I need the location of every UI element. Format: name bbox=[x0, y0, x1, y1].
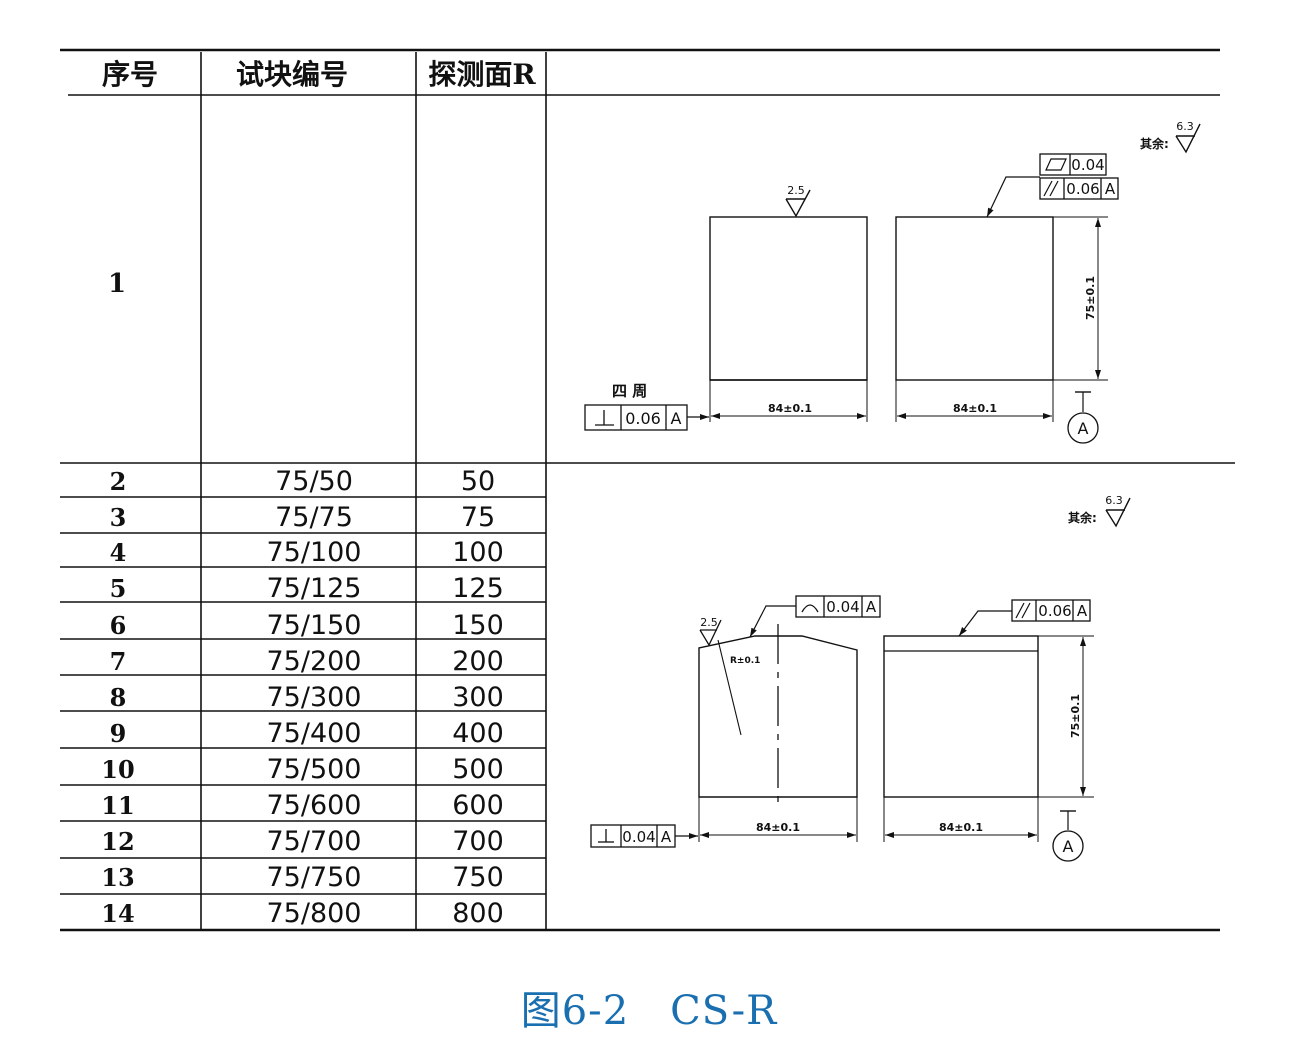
row-number: 12 bbox=[101, 827, 134, 856]
row-probe-radius: 750 bbox=[452, 862, 504, 893]
row-number: 3 bbox=[110, 503, 127, 532]
row-probe-radius: 800 bbox=[452, 898, 504, 929]
row-number: 10 bbox=[101, 755, 134, 784]
row-block-code: 75/300 bbox=[267, 682, 362, 713]
row-probe-radius: 600 bbox=[452, 790, 504, 821]
row-probe-radius: 400 bbox=[452, 718, 504, 749]
row-number: 9 bbox=[110, 719, 127, 748]
drawing-block-curved bbox=[590, 497, 1131, 862]
around-label: 四 周 bbox=[612, 382, 647, 400]
figure-caption: 图6-2 CS-R bbox=[520, 988, 778, 1034]
row-probe-radius: 700 bbox=[452, 826, 504, 857]
row-block-code: 75/600 bbox=[267, 790, 362, 821]
datum-a-icon bbox=[1067, 412, 1099, 444]
other-roughness-value: 6.3 bbox=[1176, 120, 1194, 133]
top-roughness-value: 2.5 bbox=[787, 184, 805, 197]
other-roughness-label: 其余: bbox=[1140, 136, 1169, 151]
perp-value: 0.06 bbox=[625, 409, 661, 428]
parallel-datum: A bbox=[1105, 180, 1116, 198]
row-block-code: 75/150 bbox=[267, 610, 362, 641]
table-rows: 2 75/50 50 3 75/75 75 4 75/100 100 5 75/125 125 6 75/… bbox=[101, 466, 503, 929]
perp-datum: A bbox=[671, 409, 682, 428]
spec-table bbox=[60, 48, 1235, 932]
profile-datum: A bbox=[866, 598, 877, 616]
curved-block-right-view bbox=[883, 635, 1039, 798]
row-probe-radius: 75 bbox=[461, 502, 495, 533]
row-block-code: 75/100 bbox=[267, 537, 362, 568]
row-block-code: 75/200 bbox=[267, 646, 362, 677]
drawing-block-flat bbox=[584, 123, 1201, 444]
row-probe-radius: 500 bbox=[452, 754, 504, 785]
height-dim: 75±0.1 bbox=[1069, 694, 1082, 738]
row-block-code: 75/750 bbox=[267, 862, 362, 893]
row-number: 8 bbox=[110, 683, 127, 712]
row-probe-radius: 100 bbox=[452, 537, 504, 568]
row-probe-radius: 125 bbox=[452, 573, 504, 604]
width-dim-right: 84±0.1 bbox=[939, 821, 983, 834]
row-block-code: 75/125 bbox=[267, 573, 362, 604]
datum-label: A bbox=[1063, 837, 1074, 856]
row-probe-radius: 50 bbox=[461, 466, 495, 497]
header-probe-surface: 探测面R bbox=[428, 58, 536, 91]
other-roughness-value: 6.3 bbox=[1105, 494, 1123, 507]
height-dim: 75±0.1 bbox=[1084, 276, 1097, 320]
flatness-value: 0.04 bbox=[1071, 156, 1104, 174]
width-dim-left: 84±0.1 bbox=[756, 821, 800, 834]
row-probe-radius: 150 bbox=[452, 610, 504, 641]
row-number: 7 bbox=[110, 647, 127, 676]
datum-a-icon bbox=[1052, 830, 1084, 862]
row-number: 14 bbox=[101, 899, 134, 928]
other-roughness-label: 其余: bbox=[1068, 510, 1097, 525]
parallel-value: 0.06 bbox=[1066, 180, 1099, 198]
header-seq: 序号 bbox=[102, 58, 158, 91]
parallel-datum: A bbox=[1077, 602, 1088, 620]
row-1-number: 1 bbox=[108, 269, 126, 299]
datum-label: A bbox=[1078, 419, 1089, 438]
width-dim-left: 84±0.1 bbox=[768, 402, 812, 415]
perp-datum: A bbox=[661, 828, 672, 846]
row-block-code: 75/400 bbox=[267, 718, 362, 749]
parallel-value: 0.06 bbox=[1038, 602, 1071, 620]
radius-label: R±0.1 bbox=[730, 656, 760, 666]
header-block-code: 试块编号 bbox=[236, 58, 348, 91]
row-number: 11 bbox=[101, 791, 134, 820]
row-block-code: 75/500 bbox=[267, 754, 362, 785]
width-dim-right: 84±0.1 bbox=[953, 402, 997, 415]
perp-value: 0.04 bbox=[622, 828, 655, 846]
flat-block-left-view bbox=[709, 216, 868, 381]
row-block-code: 75/800 bbox=[267, 898, 362, 929]
row-probe-radius: 300 bbox=[452, 682, 504, 713]
profile-value: 0.04 bbox=[826, 598, 859, 616]
row-block-code: 75/75 bbox=[275, 502, 353, 533]
top-roughness-value: 2.5 bbox=[700, 616, 718, 629]
row-number: 2 bbox=[110, 467, 127, 496]
row-block-code: 75/50 bbox=[275, 466, 353, 497]
row-number: 4 bbox=[110, 538, 127, 567]
row-number: 13 bbox=[101, 863, 134, 892]
row-number: 5 bbox=[110, 574, 127, 603]
row-number: 6 bbox=[110, 611, 127, 640]
row-probe-radius: 200 bbox=[452, 646, 504, 677]
row-block-code: 75/700 bbox=[267, 826, 362, 857]
flat-block-right-view bbox=[895, 216, 1054, 381]
